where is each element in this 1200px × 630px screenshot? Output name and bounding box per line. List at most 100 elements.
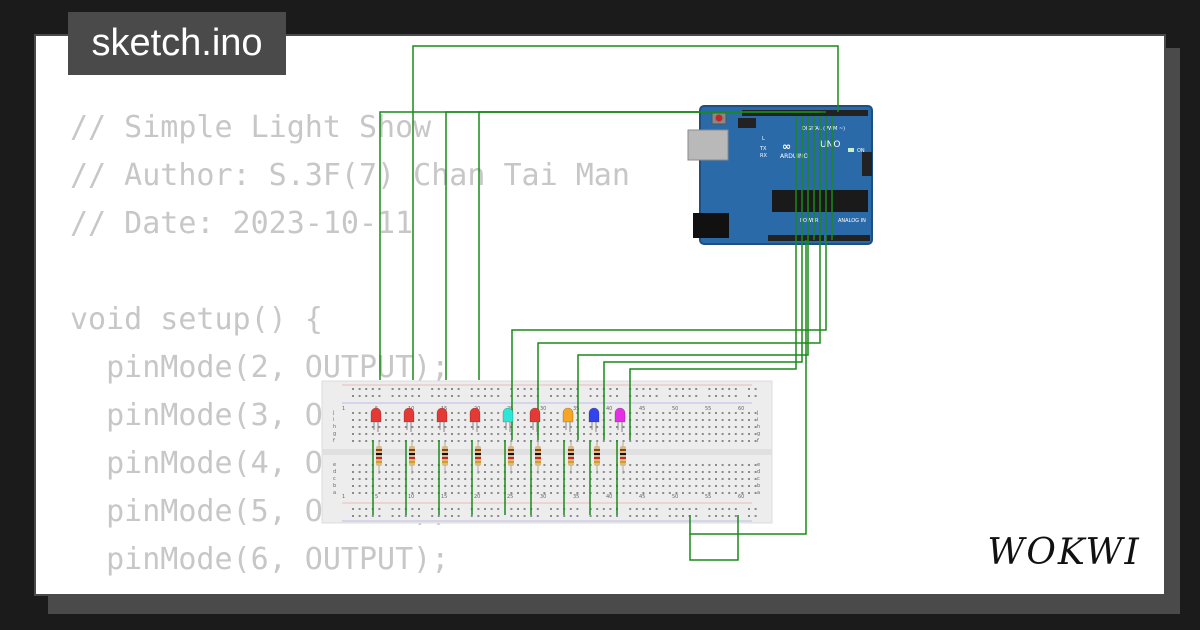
breadboard-hole bbox=[523, 433, 526, 435]
breadboard-hole bbox=[754, 395, 757, 397]
breadboard-hole bbox=[701, 412, 704, 414]
breadboard-hole bbox=[734, 426, 737, 428]
breadboard-hole bbox=[589, 426, 592, 428]
breadboard-hole bbox=[418, 440, 420, 442]
breadboard-hole bbox=[371, 515, 374, 517]
breadboard-hole bbox=[741, 426, 744, 428]
breadboard-hole bbox=[728, 395, 731, 397]
breadboard-hole bbox=[642, 492, 645, 494]
breadboard-hole bbox=[708, 395, 711, 397]
breadboard-hole bbox=[391, 508, 394, 510]
breadboard-hole bbox=[352, 440, 354, 442]
breadboard-hole bbox=[543, 433, 546, 435]
breadboard-hole bbox=[497, 478, 500, 480]
breadboard-hole bbox=[734, 515, 737, 517]
resistor[interactable] bbox=[535, 440, 541, 474]
resistor[interactable] bbox=[376, 440, 382, 474]
breadboard-hole bbox=[754, 492, 757, 494]
breadboard-hole bbox=[536, 492, 539, 494]
breadboard-hole bbox=[609, 492, 612, 494]
breadboard-hole bbox=[629, 440, 632, 442]
breadboard-hole bbox=[734, 464, 737, 466]
breadboard-hole bbox=[583, 492, 585, 494]
breadboard-hole bbox=[728, 412, 731, 414]
breadboard-hole bbox=[734, 471, 737, 473]
breadboard-hole bbox=[569, 492, 572, 494]
resistor[interactable] bbox=[568, 440, 574, 474]
breadboard-hole bbox=[622, 492, 625, 494]
resistor[interactable] bbox=[508, 440, 514, 474]
breadboard-hole bbox=[695, 388, 698, 390]
breadboard-hole bbox=[523, 485, 526, 487]
breadboard-hole bbox=[503, 433, 506, 435]
led-red-5[interactable] bbox=[529, 407, 541, 432]
breadboard-hole bbox=[741, 440, 744, 442]
breadboard-hole bbox=[556, 433, 559, 435]
breadboard-hole bbox=[602, 440, 605, 442]
breadboard-hole bbox=[583, 419, 585, 421]
breadboard-hole bbox=[675, 440, 678, 442]
breadboard-hole bbox=[530, 388, 533, 390]
breadboard-hole bbox=[510, 440, 513, 442]
breadboard-hole bbox=[418, 492, 420, 494]
resistor[interactable] bbox=[475, 440, 481, 474]
breadboard-hole bbox=[418, 419, 420, 421]
breadboard-hole bbox=[556, 426, 559, 428]
breadboard-hole bbox=[589, 515, 592, 517]
breadboard-hole bbox=[708, 485, 711, 487]
breadboard-hole bbox=[602, 464, 605, 466]
led-red-3[interactable] bbox=[436, 407, 448, 432]
breadboard-hole bbox=[583, 426, 585, 428]
led-orange[interactable] bbox=[562, 407, 574, 432]
breadboard-hole bbox=[649, 464, 651, 466]
led-blue[interactable] bbox=[588, 407, 600, 432]
row-letter: c bbox=[757, 476, 760, 482]
led-magenta[interactable] bbox=[614, 407, 626, 432]
breadboard-hole bbox=[662, 492, 665, 494]
led-red-4[interactable] bbox=[469, 407, 481, 432]
breadboard-hole bbox=[655, 426, 658, 428]
breadboard-hole bbox=[365, 485, 368, 487]
resistor[interactable] bbox=[409, 440, 415, 474]
column-number: 50 bbox=[672, 494, 678, 500]
breadboard-hole bbox=[517, 419, 519, 421]
breadboard-hole bbox=[543, 440, 546, 442]
breadboard-hole bbox=[352, 395, 354, 397]
breadboard-hole bbox=[748, 433, 750, 435]
breadboard-hole bbox=[431, 419, 434, 421]
resistor[interactable] bbox=[594, 440, 600, 474]
led-cyan[interactable] bbox=[502, 407, 514, 432]
code-line: // Simple Light Show bbox=[70, 110, 432, 145]
resistor[interactable] bbox=[442, 440, 448, 474]
breadboard-hole bbox=[431, 515, 434, 517]
svg-text:∞: ∞ bbox=[782, 140, 791, 153]
breadboard-hole bbox=[358, 464, 361, 466]
breadboard-hole bbox=[550, 478, 552, 480]
breadboard-hole bbox=[741, 478, 744, 480]
breadboard-hole bbox=[609, 508, 612, 510]
breadboard-hole bbox=[642, 508, 645, 510]
breadboard-hole bbox=[734, 433, 737, 435]
led-red-2[interactable] bbox=[403, 407, 415, 432]
breadboard-hole bbox=[484, 508, 486, 510]
breadboard-hole bbox=[649, 395, 651, 397]
breadboard-hole bbox=[675, 464, 678, 466]
breadboard-hole bbox=[602, 478, 605, 480]
breadboard-hole bbox=[490, 419, 493, 421]
breadboard-hole bbox=[754, 388, 757, 390]
breadboard-hole bbox=[668, 440, 671, 442]
breadboard-hole bbox=[418, 412, 420, 414]
breadboard-hole bbox=[358, 471, 361, 473]
led-red-1[interactable] bbox=[370, 407, 382, 432]
breadboard-hole bbox=[477, 426, 480, 428]
breadboard-hole bbox=[470, 426, 473, 428]
breadboard-hole bbox=[655, 464, 658, 466]
breadboard-hole bbox=[682, 395, 684, 397]
breadboard-hole bbox=[668, 388, 671, 390]
l-label: L bbox=[762, 136, 765, 142]
breadboard-hole bbox=[715, 485, 717, 487]
resistor[interactable] bbox=[620, 440, 626, 474]
breadboard-hole bbox=[642, 426, 645, 428]
breadboard-hole bbox=[721, 485, 724, 487]
code-line: pinMode(7, OUTPUT); bbox=[70, 584, 630, 594]
